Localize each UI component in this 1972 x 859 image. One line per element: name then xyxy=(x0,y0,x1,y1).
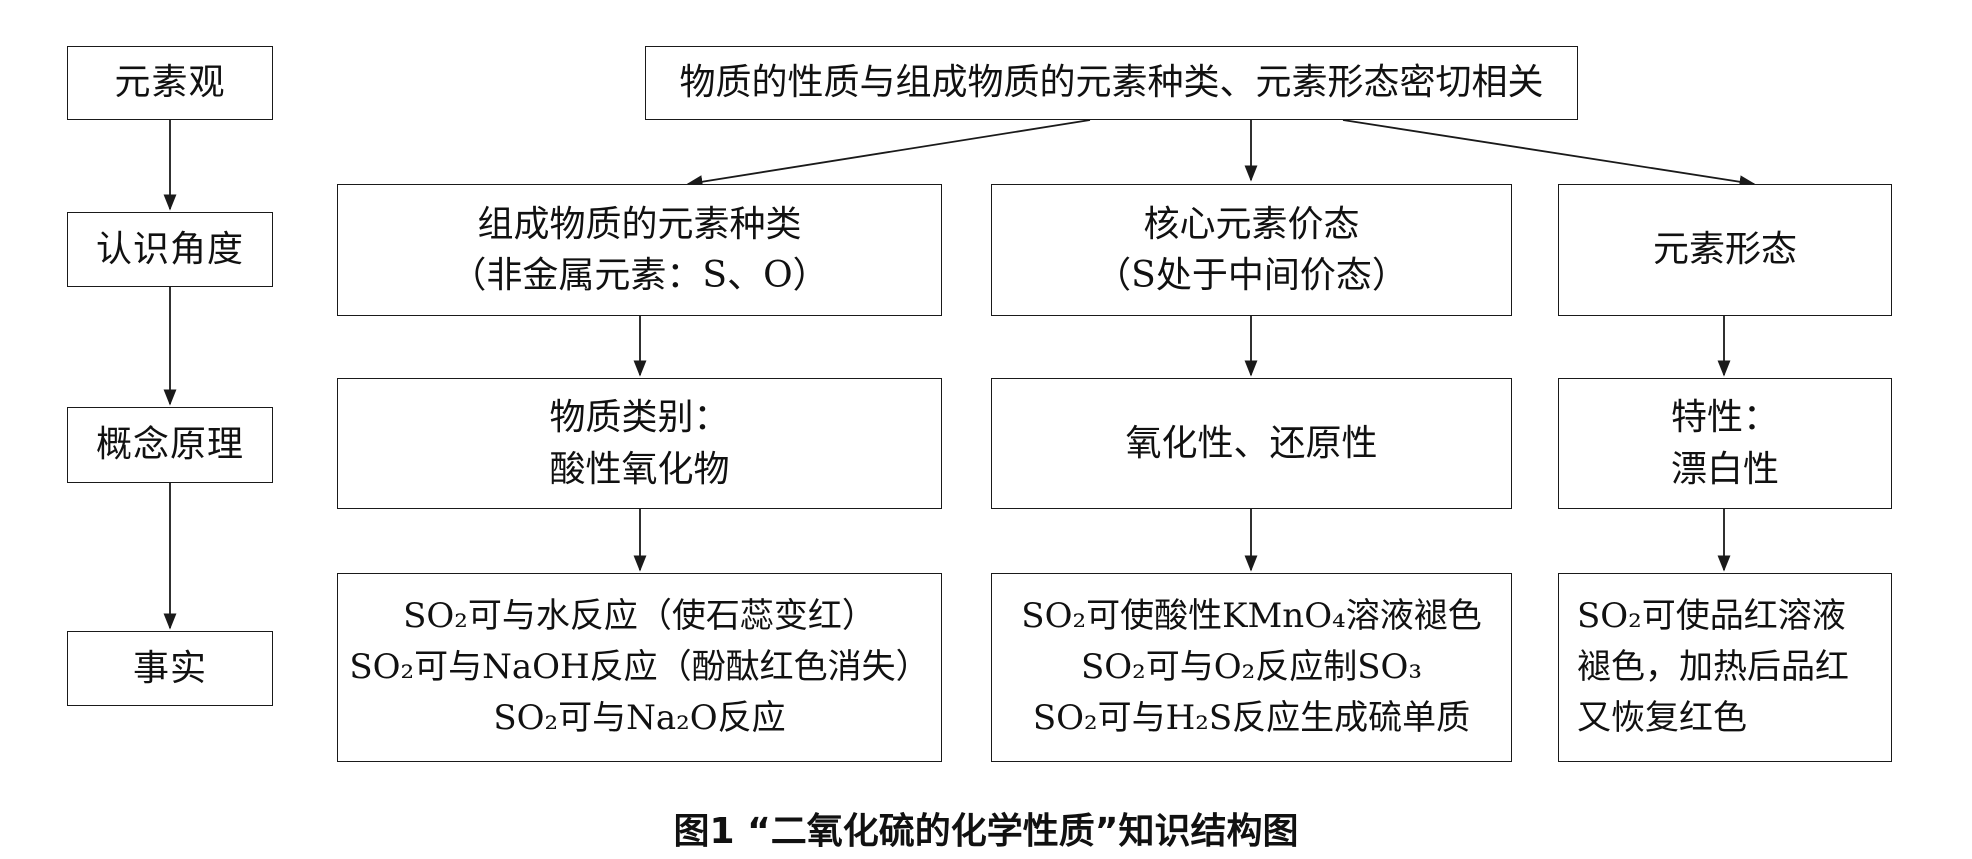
facts-redox-line1: SO₂可使酸性KMnO₄溶液褪色 xyxy=(1021,596,1482,636)
core-valence-line1: 核心元素价态 xyxy=(1143,203,1360,245)
redox-line1: 氧化性、还原性 xyxy=(1125,422,1378,464)
element-form-line1: 元素形态 xyxy=(1652,229,1797,271)
figure-caption: 图1 “二氧化硫的化学性质”知识结构图 xyxy=(673,811,1299,852)
element-types-line2: （非金属元素：S、O） xyxy=(450,255,829,296)
facts-redox-line2: SO₂可与O₂反应制SO₃ xyxy=(1080,647,1423,687)
facts-bleaching-line3: 又恢复红色 xyxy=(1577,698,1747,738)
special-property-line2: 漂白性 xyxy=(1670,448,1779,490)
arrow-top-left xyxy=(686,119,1091,189)
box-top-summary: 物质的性质与组成物质的元素种类、元素形态密切相关 xyxy=(645,46,1578,120)
label-cognitive-angle: 认识角度 xyxy=(95,228,244,270)
box-core-valence: 核心元素价态 （S处于中间价态） xyxy=(991,184,1512,316)
arrow-top-right xyxy=(1342,119,1756,189)
facts-redox-line3: SO₂可与H₂S反应生成硫单质 xyxy=(1032,698,1471,738)
box-special-property: 特性： 漂白性 xyxy=(1558,378,1892,509)
top-summary-text: 物质的性质与组成物质的元素种类、元素形态密切相关 xyxy=(679,62,1544,104)
label-concept-principle: 概念原理 xyxy=(95,424,244,466)
box-facts-redox: SO₂可使酸性KMnO₄溶液褪色 SO₂可与O₂反应制SO₃ SO₂可与H₂S反… xyxy=(991,573,1512,762)
facts-acidic-oxide-line1: SO₂可与水反应（使石蕊变红） xyxy=(403,596,876,636)
facts-bleaching-line2: 褪色，加热后品红 xyxy=(1577,647,1849,687)
label-element-view: 元素观 xyxy=(114,62,226,104)
special-property-line1: 特性： xyxy=(1670,397,1779,439)
substance-class-line2: 酸性氧化物 xyxy=(549,448,730,490)
box-element-types: 组成物质的元素种类 （非金属元素：S、O） xyxy=(337,184,942,316)
box-left-element-view: 元素观 xyxy=(67,46,273,120)
facts-acidic-oxide-line3: SO₂可与Na₂O反应 xyxy=(493,698,786,738)
facts-acidic-oxide-line2: SO₂可与NaOH反应（酚酞红色消失） xyxy=(349,647,930,687)
box-element-form: 元素形态 xyxy=(1558,184,1892,316)
facts-bleaching-line1: SO₂可使品红溶液 xyxy=(1577,596,1846,636)
substance-class-line1: 物质类别： xyxy=(549,397,730,439)
box-left-facts: 事实 xyxy=(67,631,273,706)
label-facts: 事实 xyxy=(132,647,207,689)
box-facts-bleaching: SO₂可使品红溶液 褪色，加热后品红 又恢复红色 xyxy=(1558,573,1892,762)
box-left-cognitive-angle: 认识角度 xyxy=(67,212,273,287)
box-redox: 氧化性、还原性 xyxy=(991,378,1512,509)
box-left-concept-principle: 概念原理 xyxy=(67,407,273,483)
box-substance-class: 物质类别： 酸性氧化物 xyxy=(337,378,942,509)
core-valence-line2: （S处于中间价态） xyxy=(1095,255,1408,296)
element-types-line1: 组成物质的元素种类 xyxy=(477,203,802,245)
box-facts-acidic-oxide: SO₂可与水反应（使石蕊变红） SO₂可与NaOH反应（酚酞红色消失） SO₂可… xyxy=(337,573,942,762)
